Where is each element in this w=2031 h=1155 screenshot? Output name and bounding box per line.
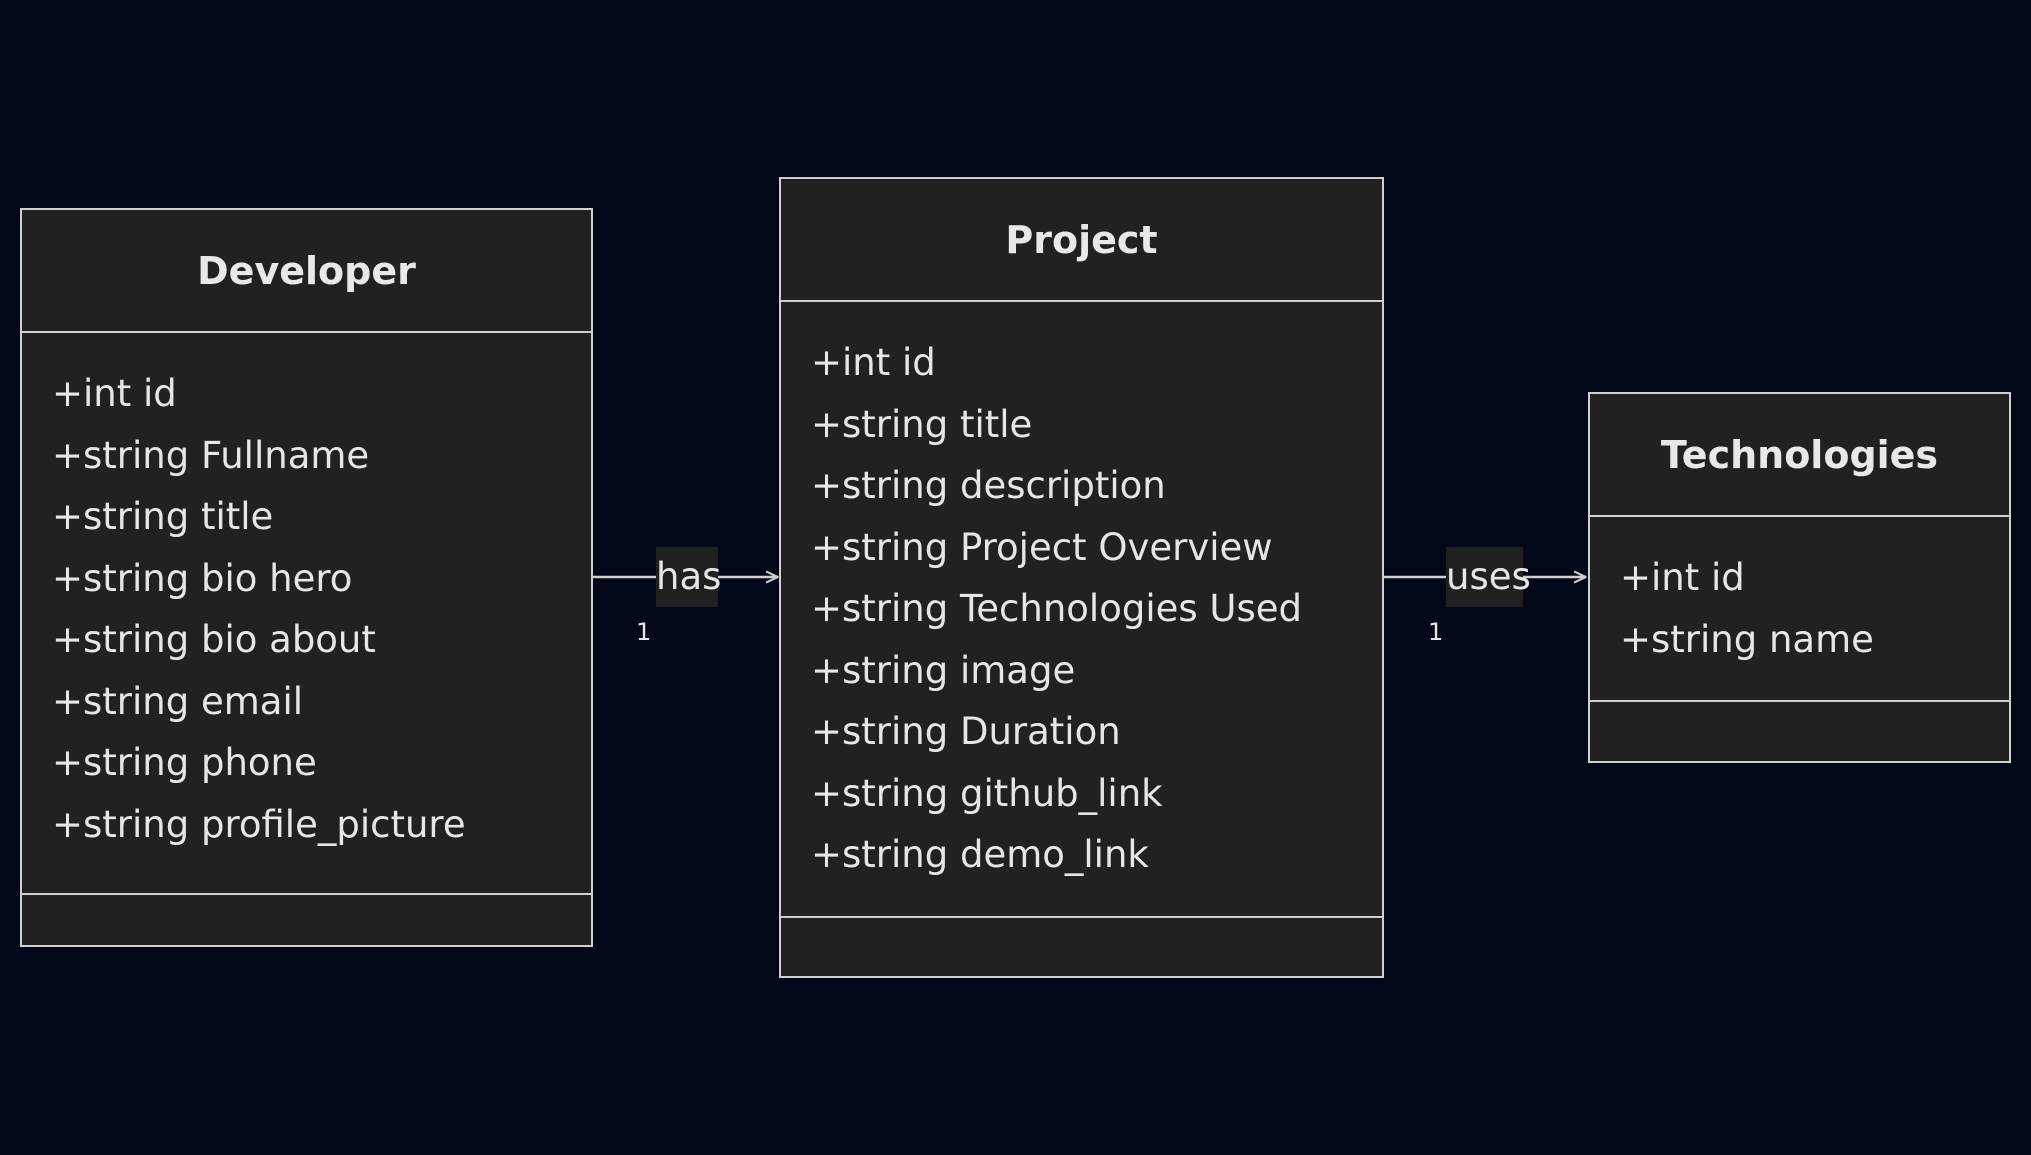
attribute: +string email [52,679,304,723]
attribute: +string Project Overview [811,525,1273,569]
attribute: +string github_link [811,771,1163,815]
class-developer-name: Developer [22,210,591,333]
class-project-methods [781,918,1382,976]
attribute: +string image [811,648,1076,692]
attribute: +string bio about [52,618,376,661]
class-technologies-methods [1590,702,2009,760]
attribute: +string title [52,495,274,538]
class-project-attributes: +int id +string title +string descriptio… [781,302,1382,918]
multiplicity-has: 1 [636,618,652,646]
relation-label-uses: uses [1446,547,1531,607]
class-technologies-attributes: +int id +string name [1590,517,2009,702]
attribute: +string Fullname [52,433,370,477]
attribute: +string demo_link [811,833,1149,876]
class-technologies[interactable]: Technologies +int id +string name [1588,392,2011,763]
attribute: +string description [811,464,1166,507]
class-project-name: Project [781,179,1382,302]
class-developer-methods [22,895,591,953]
attribute: +string profile_picture [52,802,466,846]
class-technologies-name: Technologies [1590,394,2009,517]
attribute: +int id [811,341,936,384]
attribute: +string Technologies Used [811,587,1303,630]
attribute: +string phone [52,741,317,784]
multiplicity-uses: 1 [1428,618,1444,646]
attribute: +int id [52,372,177,415]
attribute: +string Duration [811,710,1121,753]
class-project[interactable]: Project +int id +string title +string de… [779,177,1384,978]
class-developer[interactable]: Developer +int id +string Fullname +stri… [20,208,593,947]
attribute: +int id [1620,556,1745,599]
attribute: +string bio hero [52,556,353,600]
class-developer-attributes: +int id +string Fullname +string title +… [22,333,591,895]
attribute: +string name [1620,617,1874,661]
relation-label-has: has [656,547,721,607]
attribute: +string title [811,402,1033,446]
